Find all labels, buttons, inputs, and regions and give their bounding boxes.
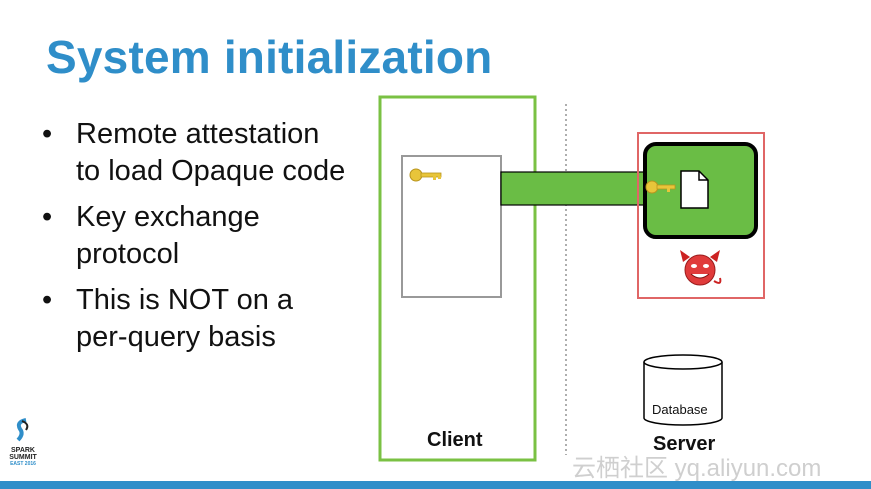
logo-line: SPARK [11, 447, 35, 454]
secure-channel [500, 171, 654, 206]
bullet-list: •Remote attestation to load Opaque code … [40, 116, 350, 365]
client-box [378, 95, 537, 462]
spark-summit-logo: SPARK SUMMIT EAST 2016 [5, 418, 41, 468]
client-key-icon [409, 168, 442, 182]
devil-icon [680, 250, 722, 286]
logo-line: SUMMIT [9, 454, 37, 461]
watermark: 云栖社区 yq.aliyun.com [572, 455, 822, 482]
bottom-bar [0, 481, 871, 489]
bullet-item: •Key exchange protocol [42, 201, 260, 270]
bullet-item: •This is NOT on a per-query basis [42, 284, 294, 353]
bullet-item: •Remote attestation to load Opaque code [42, 118, 346, 187]
server-box [637, 132, 765, 299]
logo-line: EAST 2016 [10, 461, 36, 467]
slide-title: System initialization [46, 31, 493, 83]
database-label: Database [652, 402, 708, 417]
database-icon [643, 354, 723, 426]
enclave-key-icon [645, 180, 676, 194]
document-icon [680, 170, 709, 209]
client-label: Client [427, 429, 483, 451]
spark-logo-icon [16, 418, 29, 442]
server-label: Server [653, 433, 716, 455]
